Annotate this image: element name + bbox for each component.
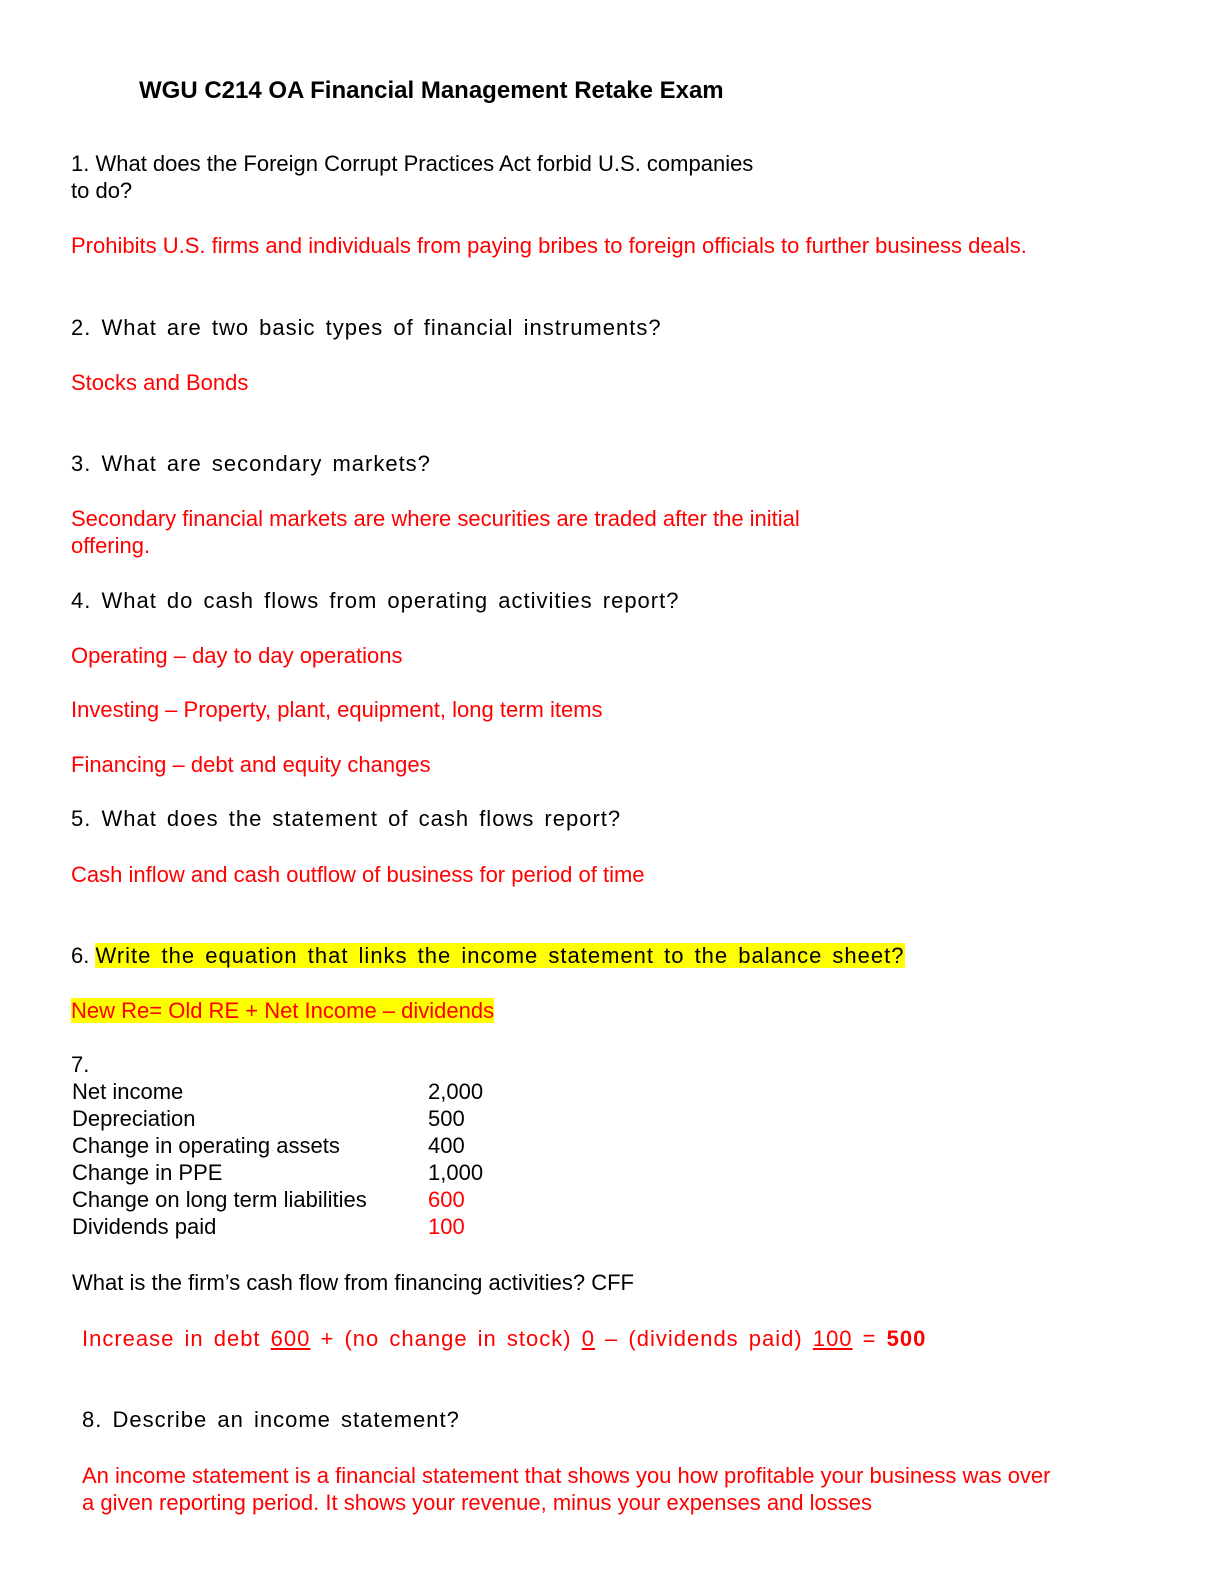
q7-answer-part: + (no change in stock) bbox=[310, 1326, 582, 1351]
q7-answer: Increase in debt 600 + (no change in sto… bbox=[82, 1325, 926, 1352]
q4-answer-operating: Operating – day to day operations bbox=[71, 643, 403, 668]
q7-answer-part: – (dividends paid) bbox=[594, 1326, 813, 1351]
q7-number: 7. bbox=[71, 1052, 90, 1077]
q6-answer: New Re= Old RE + Net Income – dividends bbox=[71, 997, 495, 1024]
q7-answer-result: 500 bbox=[886, 1326, 927, 1351]
q6-answer-text: New Re= Old RE + Net Income – dividends bbox=[71, 998, 495, 1023]
q5-question: 5. What does the statement of cash flows… bbox=[71, 806, 622, 831]
q1-question-line2: to do? bbox=[71, 178, 133, 203]
q7-value-0: 2,000 bbox=[428, 1079, 484, 1104]
q2-answer: Stocks and Bonds bbox=[71, 370, 249, 395]
q7-label-5: Dividends paid bbox=[72, 1214, 217, 1239]
q8-answer-line2: a given reporting period. It shows your … bbox=[82, 1490, 872, 1515]
q7-answer-debt: 600 bbox=[270, 1326, 311, 1351]
q4-answer-investing: Investing – Property, plant, equipment, … bbox=[71, 697, 603, 722]
q1-answer: Prohibits U.S. firms and individuals fro… bbox=[71, 233, 1027, 258]
q7-label-4: Change on long term liabilities bbox=[72, 1187, 367, 1212]
q4-question: 4. What do cash flows from operating act… bbox=[71, 588, 680, 613]
q7-label-3: Change in PPE bbox=[72, 1160, 223, 1185]
q3-answer-line1: Secondary financial markets are where se… bbox=[71, 506, 800, 531]
q7-answer-part: = bbox=[852, 1326, 887, 1351]
q7-value-3: 1,000 bbox=[428, 1160, 484, 1185]
q7-answer-part: Increase in debt bbox=[82, 1326, 271, 1351]
q7-question: What is the firm’s cash flow from financ… bbox=[72, 1270, 634, 1295]
q7-label-0: Net income bbox=[72, 1079, 184, 1104]
q7-value-5: 100 bbox=[428, 1214, 465, 1239]
q6-question: 6. Write the equation that links the inc… bbox=[71, 942, 905, 969]
q8-question: 8. Describe an income statement? bbox=[82, 1407, 460, 1432]
q7-label-1: Depreciation bbox=[72, 1106, 196, 1131]
q6-question-text: Write the equation that links the income… bbox=[95, 943, 905, 968]
q7-answer-stock: 0 bbox=[581, 1326, 595, 1351]
q3-answer-line2: offering. bbox=[71, 533, 151, 558]
q7-label-2: Change in operating assets bbox=[72, 1133, 340, 1158]
q6-number: 6. bbox=[71, 943, 96, 968]
q7-answer-dividends: 100 bbox=[812, 1326, 853, 1351]
q2-question: 2. What are two basic types of financial… bbox=[71, 315, 662, 340]
q1-question-line1: 1. What does the Foreign Corrupt Practic… bbox=[71, 151, 754, 176]
q8-answer-line1: An income statement is a financial state… bbox=[82, 1463, 1051, 1488]
q3-question: 3. What are secondary markets? bbox=[71, 451, 431, 476]
q4-answer-financing: Financing – debt and equity changes bbox=[71, 752, 431, 777]
q7-value-1: 500 bbox=[428, 1106, 465, 1131]
q7-value-2: 400 bbox=[428, 1133, 465, 1158]
q5-answer: Cash inflow and cash outflow of business… bbox=[71, 862, 645, 887]
document-title: WGU C214 OA Financial Management Retake … bbox=[139, 77, 724, 104]
q7-value-4: 600 bbox=[428, 1187, 465, 1212]
